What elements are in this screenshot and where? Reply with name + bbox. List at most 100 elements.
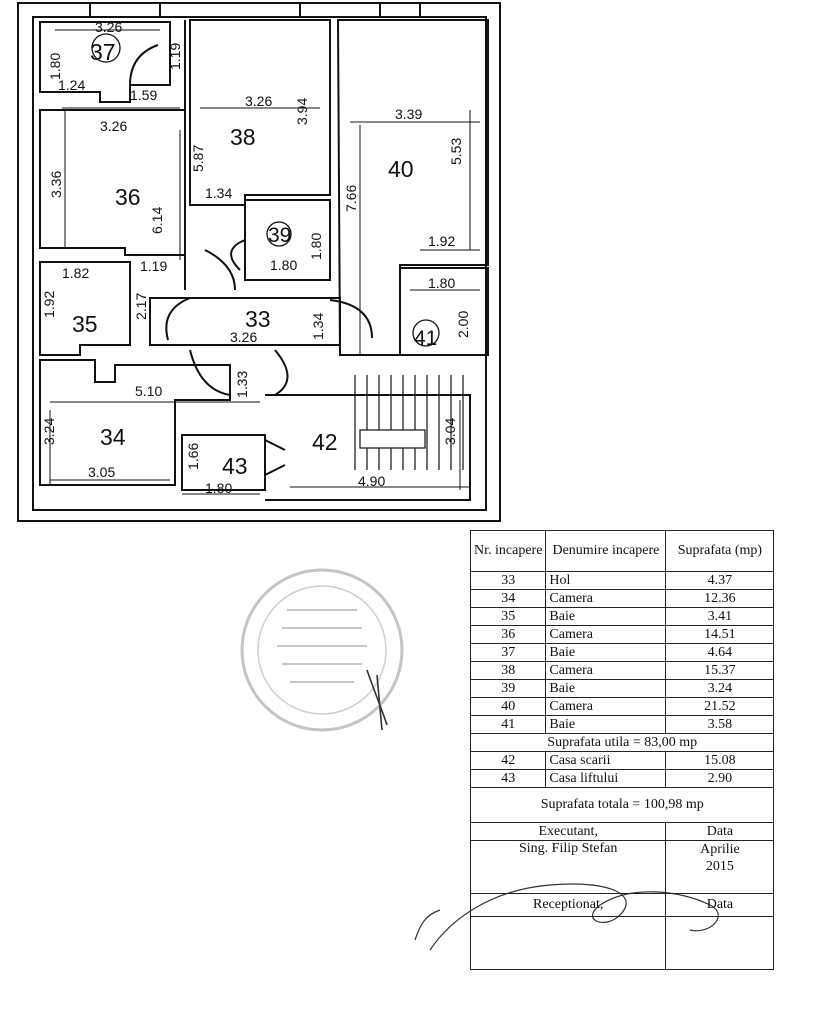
room-38-walls: [189, 19, 331, 206]
dim-label: 3.94: [294, 98, 310, 125]
room-39-door: [230, 239, 246, 271]
data-label-2: Data: [665, 893, 775, 917]
row-area: 4.64: [665, 643, 775, 662]
room-43-walls: [181, 434, 266, 491]
dimension-labels: 3.26 1.80 1.19 1.24 1.59 3.26 3.94 5.87 …: [41, 19, 471, 496]
util-area-total-row: Suprafata utila = 83,00 mp: [469, 733, 775, 752]
header-nr: Nr. incapere: [469, 530, 547, 572]
dim-label: 5.53: [448, 138, 464, 165]
row-nr: 38: [469, 661, 547, 680]
dim-label: 5.10: [135, 383, 162, 399]
dim-label: 3.26: [245, 93, 272, 109]
row-name: Casa scarii: [545, 751, 667, 770]
row-nr: 43: [469, 769, 547, 788]
official-stamp: [240, 568, 404, 732]
row-name: Camera: [545, 697, 667, 716]
util-area-total: Suprafata utila = 83,00 mp: [469, 733, 775, 752]
row-area: 15.08: [665, 751, 775, 770]
dim-label: 1.92: [428, 233, 455, 249]
stair-treads: [354, 375, 464, 470]
date-month: Aprilie: [700, 842, 740, 857]
room-34-walls: [39, 359, 231, 486]
room-43-door: [264, 439, 286, 476]
row-nr: 34: [469, 589, 547, 608]
room-label-42: 42: [312, 429, 338, 455]
outer-wall-inner: [32, 16, 487, 511]
dim-label: 3.05: [88, 464, 115, 480]
room-labels: 37 38 36 40 39 35 33 41 34 42 43: [72, 33, 440, 479]
row-name: Camera: [545, 625, 667, 644]
row-name: Hol: [545, 571, 667, 590]
dim-label: 3.26: [230, 329, 257, 345]
dim-label: 1.80: [308, 233, 324, 260]
total-area: Suprafata totala = 100,98 mp: [469, 787, 775, 823]
floor-plan: 37 38 36 40 39 35 33 41 34 42 43 3.26 1.…: [17, 2, 501, 522]
date-year: 2015: [705, 859, 734, 874]
dim-label: 1.19: [140, 258, 167, 274]
room-label-35: 35: [72, 311, 98, 337]
row-area: 15.37: [665, 661, 775, 680]
row-nr: 41: [469, 715, 547, 734]
dim-label: 1.34: [310, 313, 326, 340]
table-header-row: Nr. incapere Denumire incapere Suprafata…: [469, 530, 775, 572]
row-nr: 42: [469, 751, 547, 770]
dim-label: 5.87: [190, 145, 206, 172]
row-area: 14.51: [665, 625, 775, 644]
room-label-33: 33: [245, 306, 271, 332]
room-label-36: 36: [115, 184, 141, 210]
dim-label: 3.24: [41, 418, 57, 445]
room-40-walls: [336, 19, 489, 356]
row-nr: 35: [469, 607, 547, 626]
row-area: 4.37: [665, 571, 775, 590]
executant-name: Sing. Filip Stefan: [469, 840, 667, 894]
receptionat-label: Receptionat,: [469, 893, 667, 917]
outer-wall-outer: [17, 2, 501, 522]
dim-label: 3.26: [95, 19, 122, 35]
dim-label: 2.00: [455, 311, 471, 338]
row-area: 3.24: [665, 679, 775, 698]
dim-label: 4.90: [358, 473, 385, 489]
dim-label: 1.19: [167, 43, 183, 70]
row-name: Camera: [545, 661, 667, 680]
header-area: Suprafata (mp): [665, 530, 775, 572]
room-label-43: 43: [222, 453, 248, 479]
total-area-row: Suprafata totala = 100,98 mp: [469, 787, 775, 823]
row-name: Camera: [545, 589, 667, 608]
row-area: 21.52: [665, 697, 775, 716]
room-label-34: 34: [100, 424, 126, 450]
executant-row: Executant, Data: [469, 822, 775, 841]
room-41-walls: [399, 267, 489, 356]
header-name: Denumire incapere: [545, 530, 667, 572]
row-name: Casa liftului: [545, 769, 667, 788]
room-area-table: Nr. incapere Denumire incapere Suprafata…: [469, 530, 775, 970]
receptionat-signature-cell: [469, 916, 667, 970]
room-label-39: 39: [268, 224, 291, 247]
row-nr: 39: [469, 679, 547, 698]
dim-label: 1.66: [185, 443, 201, 470]
dim-label: 6.14: [149, 207, 165, 234]
receptionat-date-cell: [665, 916, 775, 970]
room-33-door-left: [165, 297, 191, 341]
room-37-door: [129, 44, 159, 86]
room-33-door-top: [204, 249, 236, 291]
row-nr: 33: [469, 571, 547, 590]
room-37-walls: [39, 21, 171, 103]
dim-label: 2.17: [133, 293, 149, 320]
row-name: Baie: [545, 607, 667, 626]
executant-label: Executant,: [469, 822, 667, 841]
dim-label: 1.80: [205, 480, 232, 496]
room-label-38: 38: [230, 124, 256, 150]
executant-date: Aprilie 2015: [665, 840, 775, 894]
signature-row: Sing. Filip Stefan Aprilie 2015: [469, 840, 775, 894]
dim-label: 3.04: [442, 418, 458, 445]
